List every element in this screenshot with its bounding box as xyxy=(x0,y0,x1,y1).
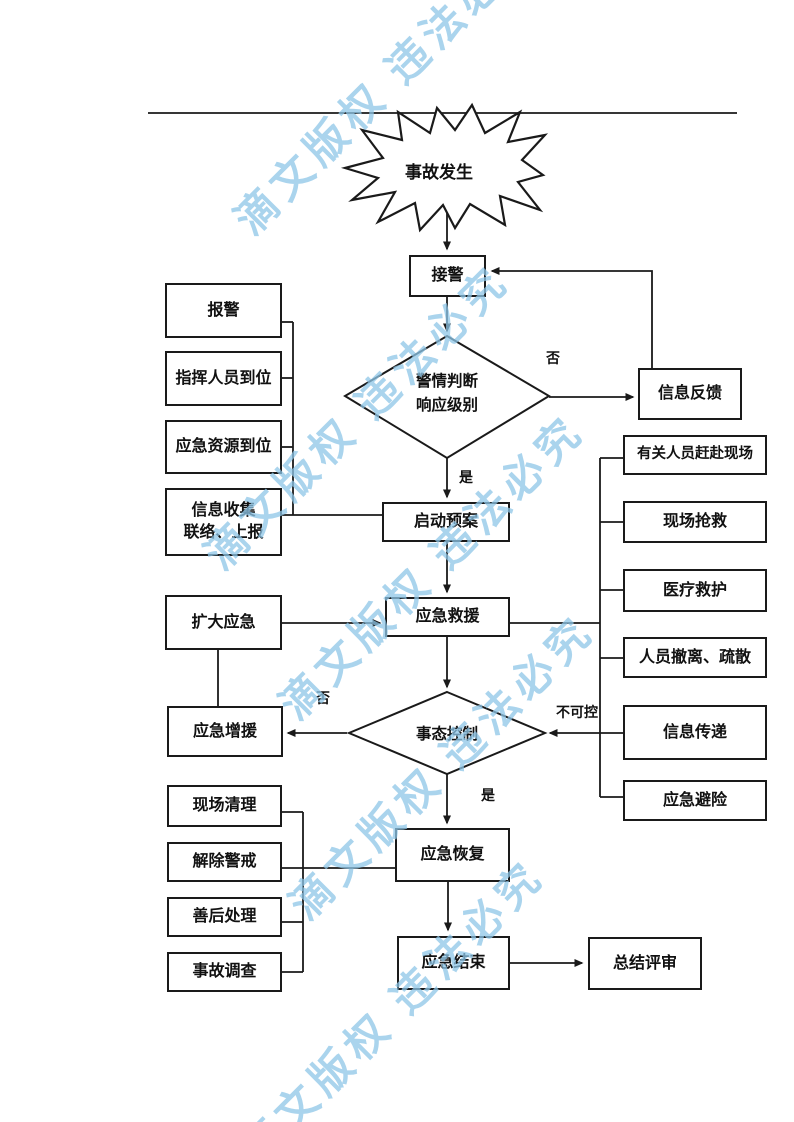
node-evacuation: 人员撤离、疏散 xyxy=(623,637,767,678)
starburst-shape xyxy=(340,102,549,233)
node-accident-investigation: 事故调查 xyxy=(167,952,282,992)
node-onsite-rescue: 现场抢救 xyxy=(623,501,767,543)
node-aftermath-handling: 善后处理 xyxy=(167,897,282,937)
node-accident-occurs: 事故发生 xyxy=(405,163,473,182)
node-alarm-judgment-line2: 响应级别 xyxy=(415,397,478,415)
node-personnel-to-scene: 有关人员赶赴现场 xyxy=(623,435,767,475)
node-emergency-refuge: 应急避险 xyxy=(623,780,767,821)
node-resources-in-place: 应急资源到位 xyxy=(165,420,282,474)
diamond-control-shape xyxy=(346,690,548,776)
node-report-alarm: 报警 xyxy=(165,283,282,338)
node-lift-alert: 解除警戒 xyxy=(167,842,282,882)
node-emergency-end: 应急结束 xyxy=(397,936,510,990)
node-emergency-reinforcement: 应急增援 xyxy=(167,706,283,757)
node-commanders-in-place: 指挥人员到位 xyxy=(165,351,282,406)
node-emergency-recovery: 应急恢复 xyxy=(395,828,510,882)
node-receive-alarm: 接警 xyxy=(409,255,486,297)
node-information-feedback: 信息反馈 xyxy=(638,368,742,420)
node-alarm-judgment-line1: 警情判断 xyxy=(415,373,478,390)
edge-label-no-2: 否 xyxy=(316,692,330,707)
node-emergency-rescue: 应急救援 xyxy=(385,597,510,637)
node-summary-review: 总结评审 xyxy=(588,937,702,990)
node-info-collection-line1: 信息收集 xyxy=(191,502,256,520)
diamond-judgment-shape xyxy=(343,334,551,460)
node-scene-cleanup: 现场清理 xyxy=(167,785,282,827)
node-info-collection-line2: 联络、上报 xyxy=(183,524,264,541)
edge-label-yes-2: 是 xyxy=(481,789,495,804)
node-expand-emergency: 扩大应急 xyxy=(165,595,282,650)
node-situation-control: 事态控制 xyxy=(415,726,478,743)
edge-label-uncontrollable: 不可控 xyxy=(556,706,598,721)
node-info-transfer: 信息传递 xyxy=(623,705,767,760)
edge-label-no-1: 否 xyxy=(546,352,560,367)
node-alarm-judgment: 警情判断 响应级别 xyxy=(377,370,517,418)
node-start-plan: 启动预案 xyxy=(382,502,510,542)
edge-label-yes-1: 是 xyxy=(459,471,473,486)
node-info-collection: 信息收集 联络、上报 xyxy=(165,488,282,556)
node-medical-aid: 医疗救护 xyxy=(623,569,767,612)
